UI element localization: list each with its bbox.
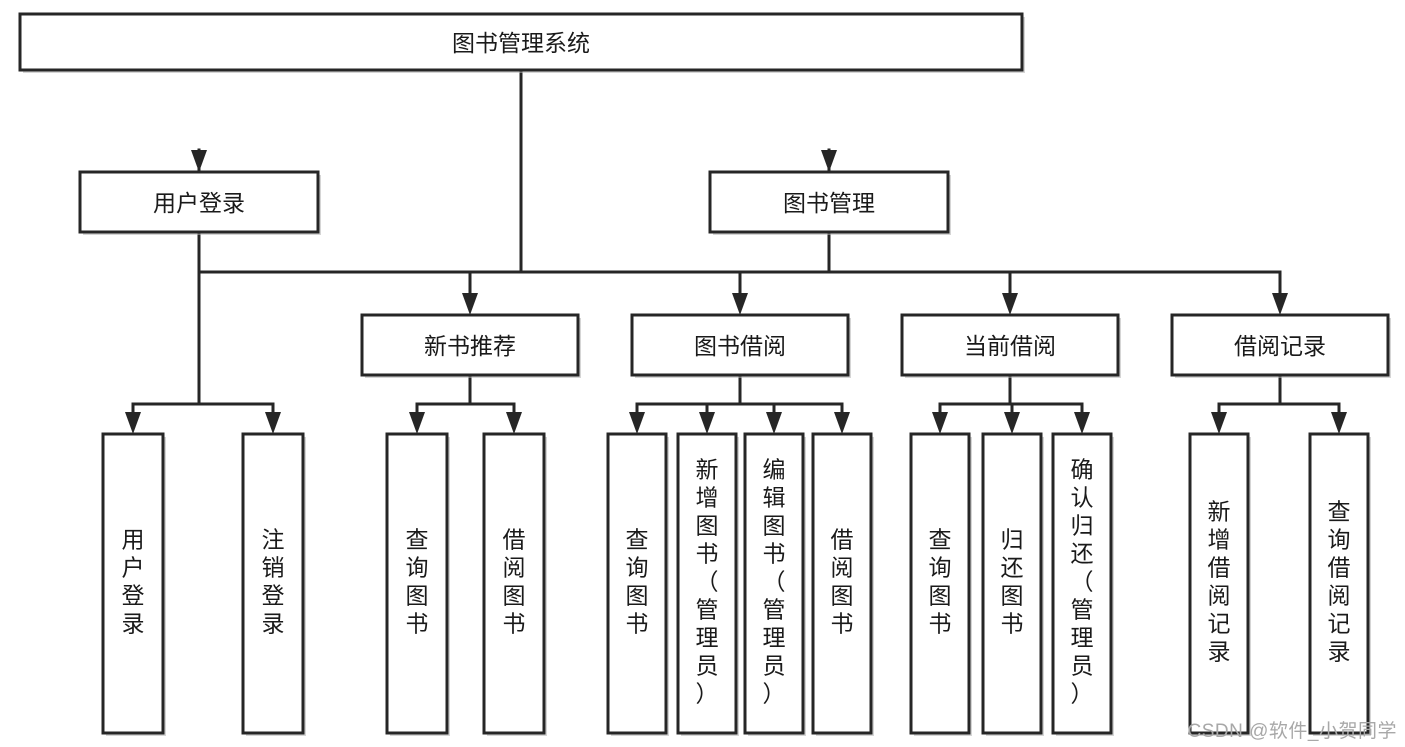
- node-label: 图书管理: [783, 190, 875, 216]
- connectors-layer: [125, 68, 1347, 434]
- node-label: 查询图书: [406, 527, 429, 637]
- arrow-head-icon: [462, 293, 478, 315]
- arrow-head-icon: [409, 412, 425, 434]
- node-leaf-confirm-return[interactable]: 确认归还（管理员）: [1051, 432, 1114, 736]
- arrow-head-icon: [766, 412, 782, 434]
- node-leaf-borrow-book-1[interactable]: 借阅图书: [482, 432, 547, 736]
- node-label: 图书借阅: [694, 333, 786, 359]
- node-label: 用户登录: [153, 190, 245, 216]
- node-label: 注销登录: [262, 527, 285, 637]
- arrow-head-icon: [932, 412, 948, 434]
- node-leaf-user-login[interactable]: 用户登录: [101, 432, 166, 736]
- arrow-head-icon: [1004, 412, 1020, 434]
- node-label: 新增图书（管理员）: [696, 457, 719, 707]
- node-leaf-add-book[interactable]: 新增图书（管理员）: [676, 432, 739, 736]
- node-label: 用户登录: [122, 527, 145, 637]
- node-label: 编辑图书（管理员）: [763, 457, 786, 707]
- node-leaf-edit-book[interactable]: 编辑图书（管理员）: [743, 432, 806, 736]
- node-label: 新书推荐: [424, 333, 516, 359]
- node-book-manage[interactable]: 图书管理: [708, 170, 951, 235]
- node-leaf-query-record[interactable]: 查询借阅记录: [1308, 432, 1371, 736]
- node-label: 图书管理系统: [452, 30, 590, 56]
- arrow-head-icon: [506, 412, 522, 434]
- arrow-head-icon: [732, 293, 748, 315]
- node-label: 查询图书: [929, 527, 952, 637]
- node-leaf-query-book-1[interactable]: 查询图书: [385, 432, 450, 736]
- arrow-head-icon: [834, 412, 850, 434]
- arrow-head-icon: [265, 412, 281, 434]
- node-leaf-user-logout[interactable]: 注销登录: [241, 432, 306, 736]
- node-label: 借阅记录: [1234, 333, 1326, 359]
- arrow-head-icon: [1074, 412, 1090, 434]
- node-current-borrow[interactable]: 当前借阅: [900, 313, 1121, 378]
- node-label: 借阅图书: [831, 527, 854, 637]
- node-borrow-record[interactable]: 借阅记录: [1170, 313, 1391, 378]
- node-root-图书管理系统[interactable]: 图书管理系统: [18, 12, 1025, 73]
- nodes-layer: 图书管理系统用户登录图书管理新书推荐图书借阅当前借阅借阅记录用户登录注销登录查询…: [18, 12, 1391, 736]
- node-label: 当前借阅: [964, 333, 1056, 359]
- arrow-head-icon: [1211, 412, 1227, 434]
- node-label: 查询借阅记录: [1328, 499, 1351, 665]
- arrow-head-icon: [1002, 293, 1018, 315]
- node-leaf-query-book-2[interactable]: 查询图书: [606, 432, 669, 736]
- arrow-head-icon: [1331, 412, 1347, 434]
- arrow-head-icon: [191, 150, 207, 172]
- node-label: 查询图书: [626, 527, 649, 637]
- node-new-book-rec[interactable]: 新书推荐: [360, 313, 581, 378]
- node-leaf-add-record[interactable]: 新增借阅记录: [1188, 432, 1251, 736]
- node-label: 归还图书: [1001, 527, 1024, 637]
- node-user-login[interactable]: 用户登录: [78, 170, 321, 235]
- node-leaf-return-book[interactable]: 归还图书: [981, 432, 1044, 736]
- arrow-head-icon: [821, 150, 837, 172]
- node-label: 新增借阅记录: [1208, 499, 1231, 665]
- arrow-head-icon: [1272, 293, 1288, 315]
- node-leaf-borrow-book-2[interactable]: 借阅图书: [811, 432, 874, 736]
- arrow-head-icon: [125, 412, 141, 434]
- node-label: 确认归还（管理员）: [1071, 457, 1094, 707]
- arrow-head-icon: [629, 412, 645, 434]
- arrow-head-icon: [699, 412, 715, 434]
- node-leaf-query-book-3[interactable]: 查询图书: [909, 432, 972, 736]
- node-book-borrow[interactable]: 图书借阅: [630, 313, 851, 378]
- node-label: 借阅图书: [503, 527, 526, 637]
